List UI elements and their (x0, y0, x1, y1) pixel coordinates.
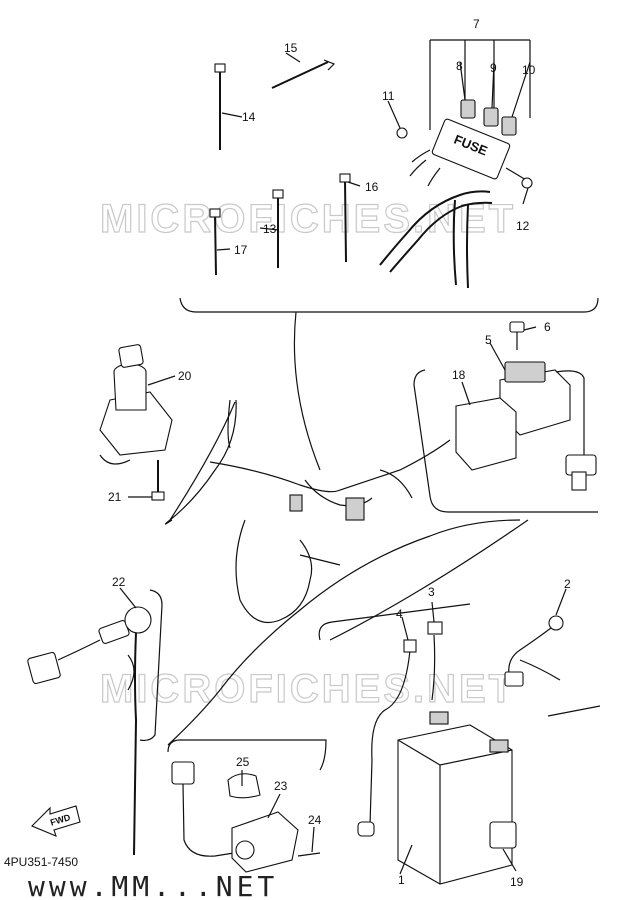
callout-18: 18 (452, 368, 466, 382)
leader-lines (119, 52, 567, 875)
callout-3: 3 (428, 585, 435, 599)
horn-assembly (171, 761, 321, 873)
callout-16: 16 (365, 180, 379, 194)
callout-22: 22 (112, 575, 126, 589)
callout-5: 5 (485, 333, 492, 347)
callout-12: 12 (516, 219, 530, 233)
callout-7: 7 (473, 17, 480, 31)
callout-23: 23 (274, 779, 288, 793)
fuse-8 (460, 99, 476, 119)
callout-21: 21 (108, 490, 122, 504)
callout-4: 4 (396, 607, 403, 621)
bike-switch-marker (289, 494, 303, 512)
diagram-code: 4PU351-7450 (4, 855, 78, 869)
watermark-bottom: www.MM...NET (28, 870, 278, 900)
callout-25: 25 (236, 755, 250, 769)
callout-10: 10 (522, 63, 536, 77)
relay-18 (455, 397, 517, 471)
neutral-switch-assembly (27, 606, 152, 856)
callout-20: 20 (178, 369, 192, 383)
screw-12 (521, 177, 533, 189)
callout-8: 8 (456, 59, 463, 73)
callout-6: 6 (544, 320, 551, 334)
fuse-9 (483, 107, 499, 127)
callout-17: 17 (234, 243, 248, 257)
left-group-bracket (164, 399, 237, 525)
callout-9: 9 (490, 61, 497, 75)
callout-labels: 1 2 3 4 5 6 7 8 9 10 11 12 13 14 15 16 1… (108, 17, 571, 889)
fuse-7-bracket (429, 39, 531, 130)
neutral-group-bracket (139, 589, 163, 742)
fwd-arrow: FWD (31, 805, 81, 837)
screw-11 (396, 127, 408, 139)
fuse-10 (501, 116, 517, 136)
right-group-bracket (413, 369, 598, 513)
bottom-left-group-bracket (167, 739, 327, 771)
relay-19 (489, 821, 517, 849)
callout-24: 24 (308, 813, 322, 827)
callout-14: 14 (242, 110, 256, 124)
starter-relay-assembly (455, 321, 597, 491)
callout-11: 11 (382, 89, 395, 103)
main-switch-assembly (99, 344, 173, 501)
cable-bands (209, 59, 351, 276)
callout-2: 2 (564, 577, 571, 591)
callout-13: 13 (263, 222, 277, 236)
callout-1: 1 (398, 873, 405, 887)
fuse-box-assembly: FUSE (379, 118, 527, 289)
bike-relay-marker (345, 497, 365, 521)
battery-assembly (357, 615, 564, 885)
callout-19: 19 (510, 875, 524, 889)
fuse-box (431, 118, 511, 180)
top-group-bracket (179, 297, 599, 313)
watermark-mid: MICROFICHES.NET (100, 667, 516, 711)
watermark-top: MICROFICHES.NET (100, 197, 516, 241)
callout-15: 15 (284, 41, 298, 55)
battery-group-bracket (318, 603, 601, 717)
